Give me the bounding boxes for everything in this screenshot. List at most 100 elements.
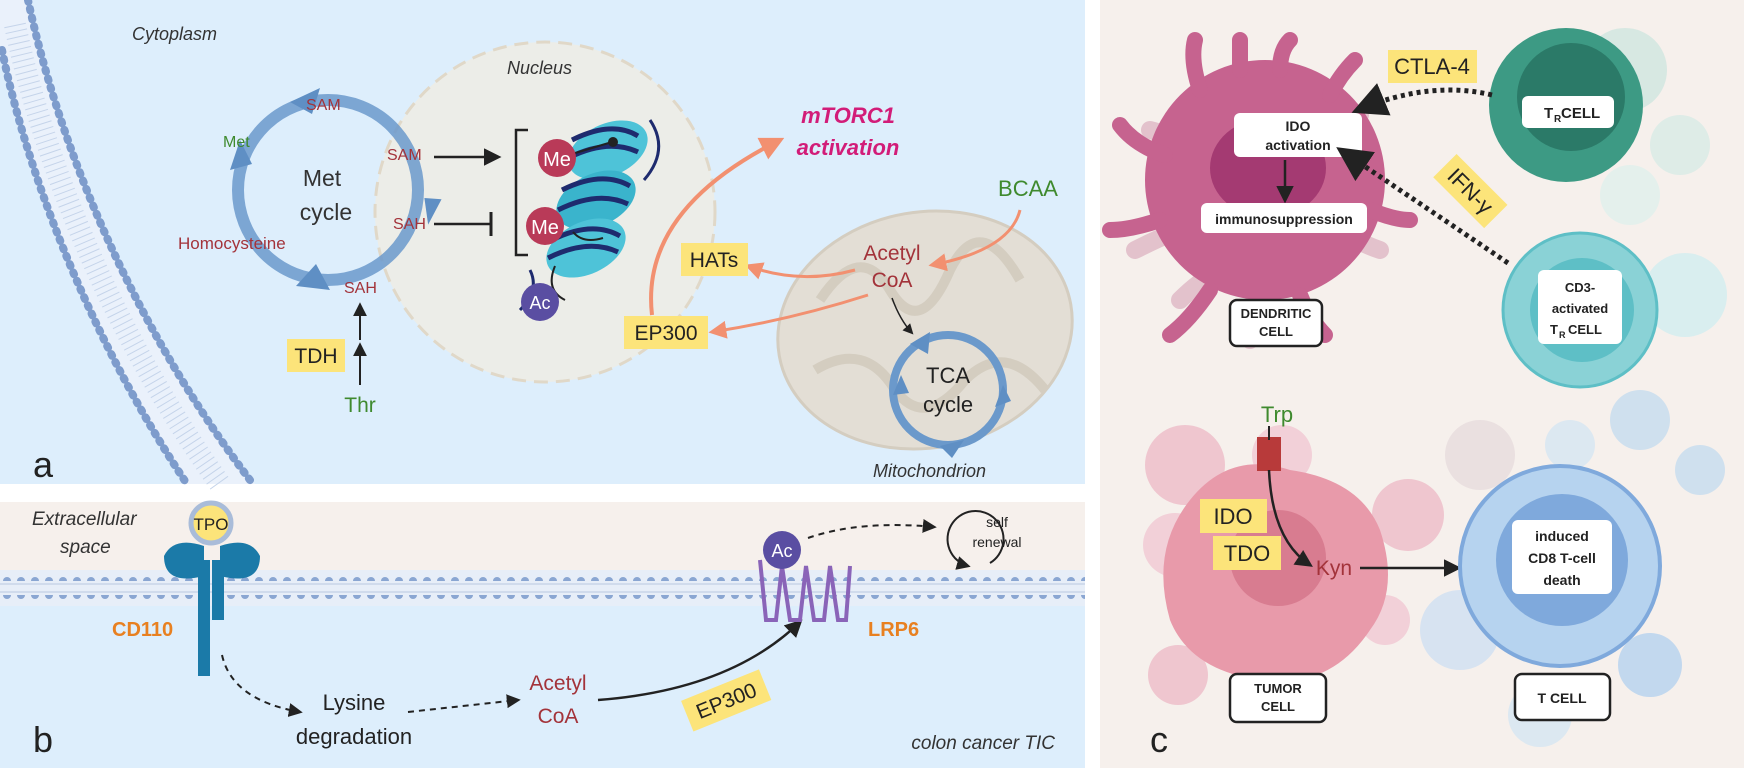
- methyl-mark-1: [538, 139, 576, 177]
- methyl-mark-2: [526, 207, 564, 245]
- met-cycle-arrow-right: [424, 197, 442, 225]
- cd110-label: CD110: [112, 619, 173, 641]
- t-cell-box: [1513, 672, 1612, 722]
- lrp6-acetyl-mark: [763, 531, 801, 569]
- ido-label: IDO: [1213, 504, 1252, 529]
- tdo-box: [1213, 536, 1281, 570]
- induced-death-box: [1512, 520, 1612, 594]
- mtorc1-line2: activation: [797, 135, 900, 160]
- ido-activation-line1: IDO: [1286, 118, 1311, 134]
- ido-activation-line2: activation: [1265, 137, 1330, 153]
- self-renewal-cycle: [946, 510, 1005, 570]
- tr-cell-t: T: [1544, 105, 1553, 122]
- acetylcoa-to-tca-arrow: [891, 297, 914, 335]
- lysine-to-acetylcoa-arrow: [407, 694, 521, 713]
- histone-bracket: [514, 128, 528, 257]
- tdh-box: [287, 339, 345, 372]
- panel-a-letter: a: [33, 444, 54, 485]
- extracellular-line1: Extracellular: [32, 509, 137, 530]
- extracellular-space: [0, 502, 1085, 570]
- ep300-a-label: EP300: [634, 322, 697, 345]
- met-label: Met: [223, 134, 250, 151]
- tca-cycle: TCA cycle: [889, 331, 1011, 458]
- cytoplasm-label: Cytoplasm: [132, 24, 217, 44]
- mtorc1-line1: mTORC1: [801, 103, 895, 128]
- lrp6-label: LRP6: [868, 619, 919, 641]
- ctla4-label: CTLA-4: [1394, 54, 1470, 79]
- induced-line2: CD8 T-cell: [1528, 550, 1596, 566]
- ctla4-box: [1388, 50, 1477, 83]
- ep300-a-box: [624, 316, 708, 349]
- trp-label: Trp: [1261, 402, 1293, 427]
- hats-label: HATs: [690, 249, 739, 272]
- cd3-line3-sub: R: [1559, 330, 1566, 340]
- cd3-cell-box: [1538, 270, 1622, 344]
- ido-box: [1200, 499, 1267, 533]
- dendritic-cell-box: [1228, 298, 1324, 348]
- met-cycle-arrow-left: [230, 140, 252, 170]
- acetylcoa-a-line1: Acetyl: [863, 242, 920, 265]
- acetylcoa-b-line2: CoA: [538, 705, 579, 728]
- acetyl-mark: [521, 283, 559, 321]
- cd110-receptor: [164, 542, 260, 676]
- tdo-label: TDO: [1224, 541, 1270, 566]
- tr-to-dc-arrow: [1351, 83, 1493, 116]
- ifng-box: [1433, 153, 1508, 229]
- acetylcoa-to-ep300-arrow: [708, 293, 869, 339]
- cd3-line3-cell: CELL: [1568, 322, 1602, 337]
- met-cycle-arrow-bottom: [296, 264, 330, 290]
- tumor-line1: TUMOR: [1254, 681, 1302, 696]
- met-cycle-line1: Met: [303, 165, 342, 191]
- cd110-to-lysine-arrow: [221, 654, 303, 717]
- induced-line3: death: [1543, 572, 1580, 588]
- lysine-line2: degradation: [296, 724, 412, 749]
- tca-line1: TCA: [926, 363, 970, 388]
- thr-label: Thr: [344, 394, 376, 417]
- tca-line2: cycle: [923, 392, 973, 417]
- dendritic-line2: CELL: [1259, 324, 1293, 339]
- acetylcoa-to-lrp6-arrow: [597, 619, 803, 702]
- acetylcoa-to-hats-arrow: [744, 262, 856, 280]
- trp-transporter: [1257, 437, 1281, 471]
- lysine-line1: Lysine: [323, 690, 386, 715]
- panel-c-letter: c: [1150, 719, 1168, 760]
- met-cycle-line2: cycle: [300, 199, 352, 225]
- tdh-label: TDH: [294, 345, 337, 368]
- dendritic-line1: DENDRITIC: [1241, 306, 1312, 321]
- panel-c: IDO activation immunosuppression DENDRIT…: [1100, 0, 1744, 768]
- tumor-cell-box: [1228, 672, 1328, 724]
- panel-b: Extracellular space TPO CD110 Lysine deg…: [0, 500, 1085, 768]
- nucleosome-stack: [518, 119, 661, 312]
- panel-b-letter: b: [33, 719, 53, 760]
- induced-line1: induced: [1535, 528, 1589, 544]
- acetylcoa-b-line1: Acetyl: [529, 672, 586, 695]
- t-cell-label: T CELL: [1538, 690, 1587, 706]
- sah-bottom-label: SAH: [344, 280, 377, 297]
- trp-to-kyn-arrow: [1267, 469, 1313, 567]
- met-cycle-arrow-top: [290, 88, 320, 114]
- lrp6-receptor: [758, 559, 852, 622]
- ido-activation-box: [1234, 113, 1362, 157]
- met-cycle: Met cycle SAM Met Homocysteine SAH SAM S…: [178, 88, 442, 297]
- hats-box: [681, 243, 748, 276]
- homocysteine-label: Homocysteine: [178, 234, 286, 253]
- tr-cell-box: [1522, 96, 1614, 128]
- lrp6-acetyl-label: Ac: [771, 541, 792, 561]
- nucleus-label: Nucleus: [507, 58, 572, 78]
- extracellular-line2: space: [60, 537, 111, 558]
- sah-right-label: SAH: [393, 216, 426, 233]
- tr-cell-label: CELL: [1561, 105, 1600, 122]
- immunosuppression-label: immunosuppression: [1215, 211, 1353, 227]
- panel-a: Cytoplasm Nucleus Met cycle SAM Met Homo…: [0, 0, 1085, 491]
- methyl-mark-2-label: Me: [531, 217, 559, 239]
- cd3-line1: CD3-: [1565, 280, 1595, 295]
- bcaa-label: BCAA: [998, 176, 1058, 201]
- bcaa-arrow: [928, 209, 1022, 272]
- self-renewal-line1: self: [986, 514, 1008, 530]
- tic-label: colon cancer TIC: [911, 733, 1055, 754]
- immunosuppression-box: [1201, 203, 1367, 233]
- lrp6-to-self-renewal-arrow: [807, 518, 937, 539]
- sam-right-label: SAM: [387, 147, 422, 164]
